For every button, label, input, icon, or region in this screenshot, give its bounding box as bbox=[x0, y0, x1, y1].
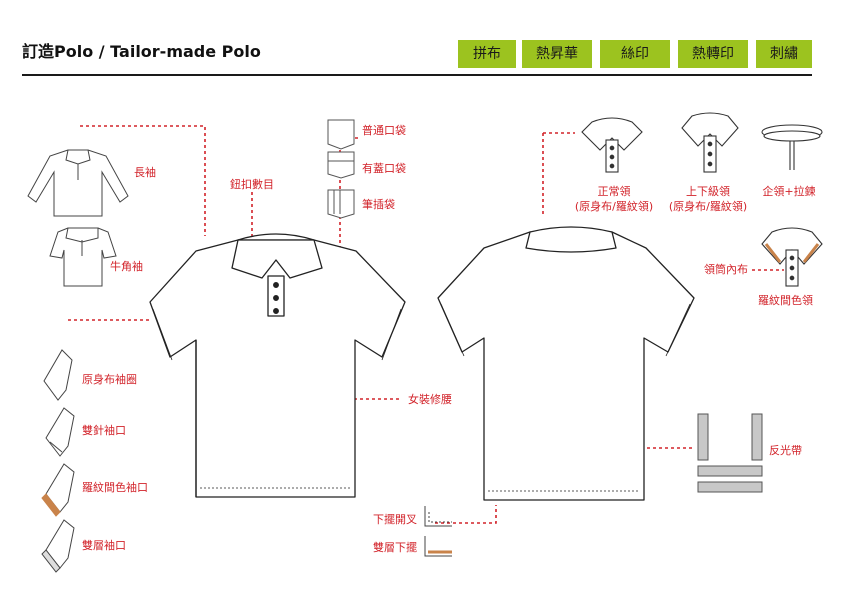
label-flap-pocket: 有蓋口袋 bbox=[362, 162, 406, 175]
label-collar-inner: 領筒內布 bbox=[704, 263, 748, 276]
front-polo-illustration bbox=[149, 233, 406, 498]
label-rib-contrast-collar: 羅紋間色領 bbox=[758, 294, 813, 307]
label-ladies-fit: 女裝修腰 bbox=[408, 393, 452, 406]
label-double-needle-cuff: 雙針袖口 bbox=[82, 424, 126, 437]
collar-icons bbox=[581, 112, 823, 287]
label-rib-contrast-cuff: 羅紋間色袖口 bbox=[82, 481, 148, 494]
label-plain-cuff: 原身布袖圈 bbox=[82, 373, 137, 386]
tab-embroidery[interactable]: 刺繡 bbox=[756, 40, 812, 68]
label-regular-collar-sub: (原身布/羅紋領) bbox=[574, 200, 654, 213]
tab-sublimation[interactable]: 熱昇華 bbox=[522, 40, 592, 68]
pocket-icons bbox=[327, 119, 355, 219]
tab-heat-transfer[interactable]: 熱轉印 bbox=[678, 40, 748, 68]
label-updown-collar-sub: (原身布/羅紋領) bbox=[668, 200, 748, 213]
label-long-sleeve: 長袖 bbox=[134, 166, 156, 179]
tab-screen-print[interactable]: 絲印 bbox=[600, 40, 670, 68]
label-double-hem: 雙層下擺 bbox=[373, 541, 417, 554]
cuff-icons bbox=[41, 349, 75, 573]
header-divider bbox=[22, 74, 812, 76]
label-plain-pocket: 普通口袋 bbox=[362, 124, 406, 137]
tab-patchwork[interactable]: 拼布 bbox=[458, 40, 516, 68]
reflective-tape-icon bbox=[697, 413, 763, 493]
back-polo-illustration bbox=[437, 226, 695, 501]
label-double-layer-cuff: 雙層袖口 bbox=[82, 539, 126, 552]
label-reflective-tape: 反光帶 bbox=[769, 444, 802, 457]
label-button-count: 鈕扣數目 bbox=[230, 178, 274, 191]
long-sleeve-polo-icon bbox=[27, 149, 129, 217]
label-standup-zip: 企領+拉鍊 bbox=[762, 185, 816, 198]
label-pen-pocket: 筆插袋 bbox=[362, 198, 395, 211]
raglan-sleeve-polo-icon bbox=[49, 227, 117, 287]
hem-icons bbox=[424, 506, 452, 557]
page-title: 訂造Polo / Tailor-made Polo bbox=[22, 42, 261, 61]
label-horn-sleeve: 牛角袖 bbox=[110, 260, 143, 273]
label-hem-slit: 下擺開叉 bbox=[373, 513, 417, 526]
label-updown-collar: 上下級領 bbox=[686, 185, 730, 198]
label-regular-collar: 正常領 bbox=[597, 185, 631, 198]
